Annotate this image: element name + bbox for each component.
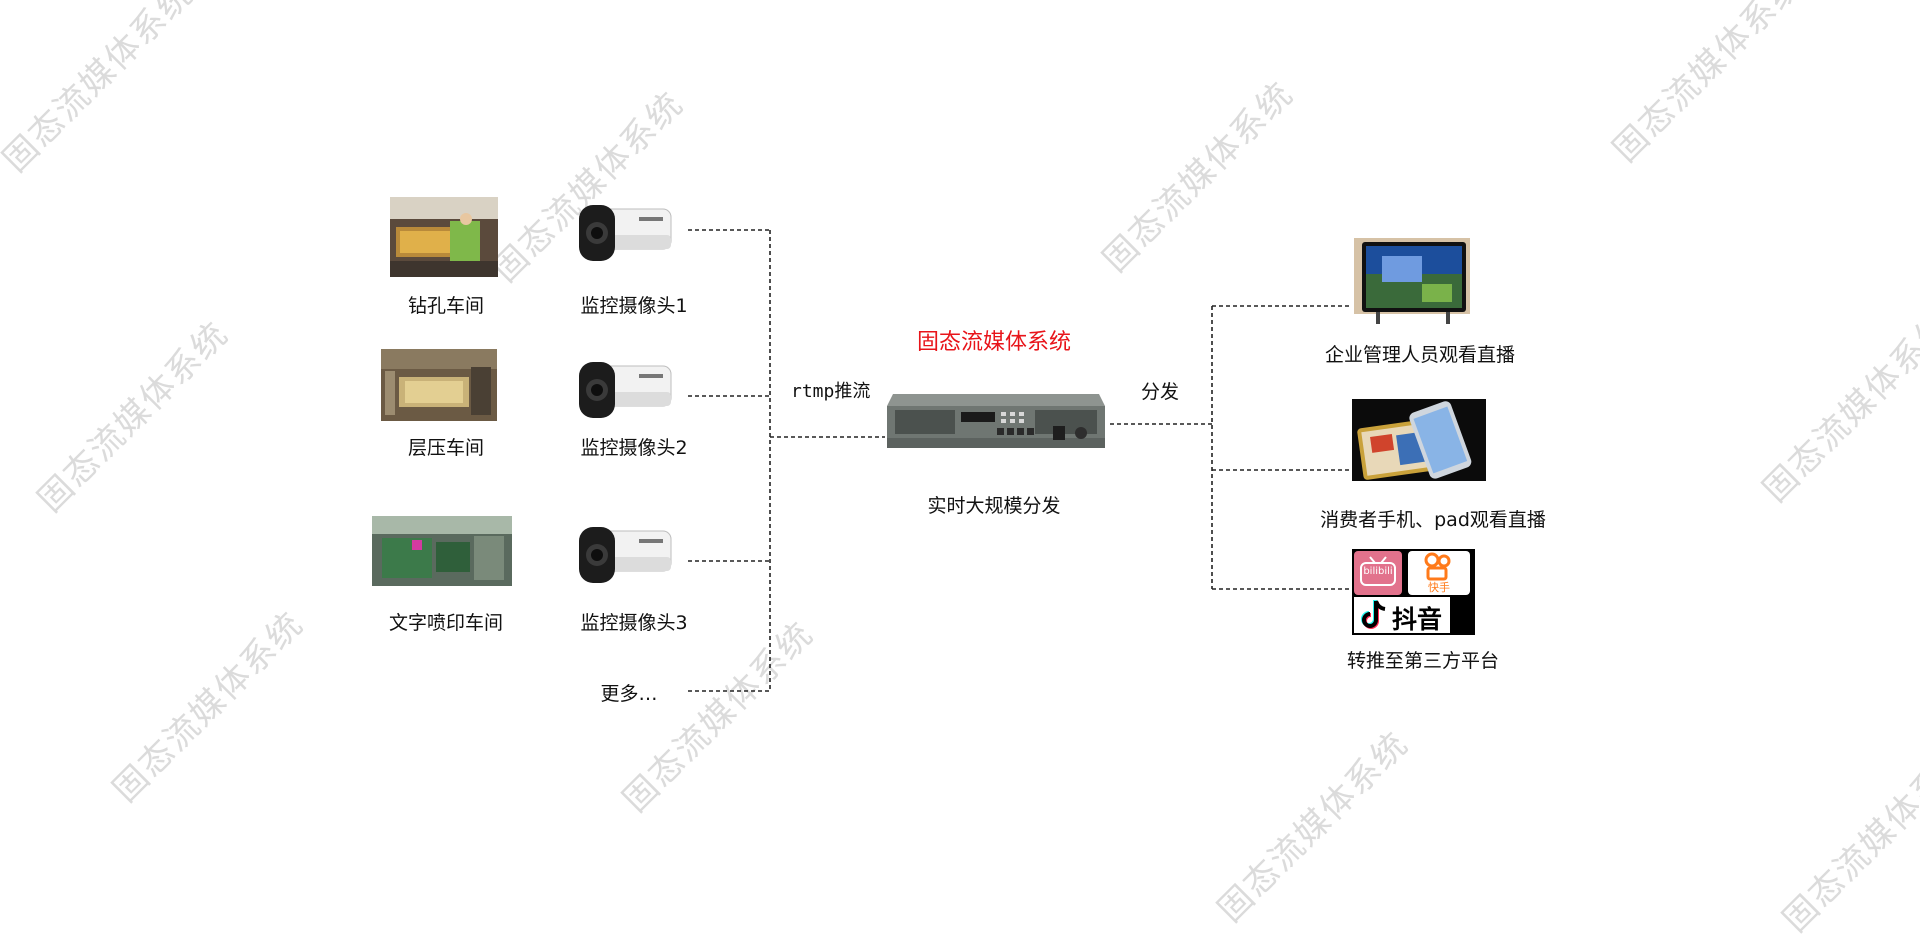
third-party-platforms-logo: bilibili 快手 抖音 [1352, 549, 1475, 635]
camera-label-1: 监控摄像头1 [580, 291, 687, 318]
camera-icon-3 [575, 525, 675, 587]
douyin-logo: 抖音 [1354, 597, 1450, 633]
streaming-server-device [885, 388, 1107, 454]
rtmp-push-label: rtmp推流 [791, 377, 870, 403]
camera-icon-1 [575, 203, 675, 265]
system-title: 固态流媒体系统 [917, 324, 1071, 356]
camera-icon-2 [575, 360, 675, 422]
camera-label-2: 监控摄像头2 [580, 433, 687, 460]
more-label: 更多… [600, 679, 657, 706]
kuaishou-logo: 快手 [1408, 551, 1470, 595]
kuaishou-camera-icon [1408, 551, 1470, 581]
output-label-third-party: 转推至第三方平台 [1347, 646, 1499, 673]
douyin-label: 抖音 [1392, 600, 1442, 636]
workshop-photo-laminating [381, 349, 497, 421]
workshop-photo-printing [372, 516, 512, 586]
kuaishou-label: 快手 [1408, 579, 1470, 595]
distribute-label: 分发 [1141, 377, 1179, 404]
mobile-devices-icon [1352, 399, 1486, 481]
workshop-label-laminating: 层压车间 [408, 433, 484, 460]
server-caption: 实时大规模分发 [927, 491, 1060, 518]
workshop-photo-drilling [390, 197, 498, 277]
output-label-managers: 企业管理人员观看直播 [1325, 340, 1515, 367]
workshop-label-printing: 文字喷印车间 [389, 608, 503, 635]
douyin-note-icon [1358, 598, 1390, 632]
workshop-label-drilling: 钻孔车间 [408, 291, 484, 318]
camera-label-3: 监控摄像头3 [580, 608, 687, 635]
tv-monitor-icon [1352, 234, 1472, 324]
bilibili-logo: bilibili [1354, 551, 1402, 595]
output-label-consumers: 消费者手机、pad观看直播 [1320, 505, 1546, 532]
bilibili-label: bilibili [1354, 566, 1402, 577]
